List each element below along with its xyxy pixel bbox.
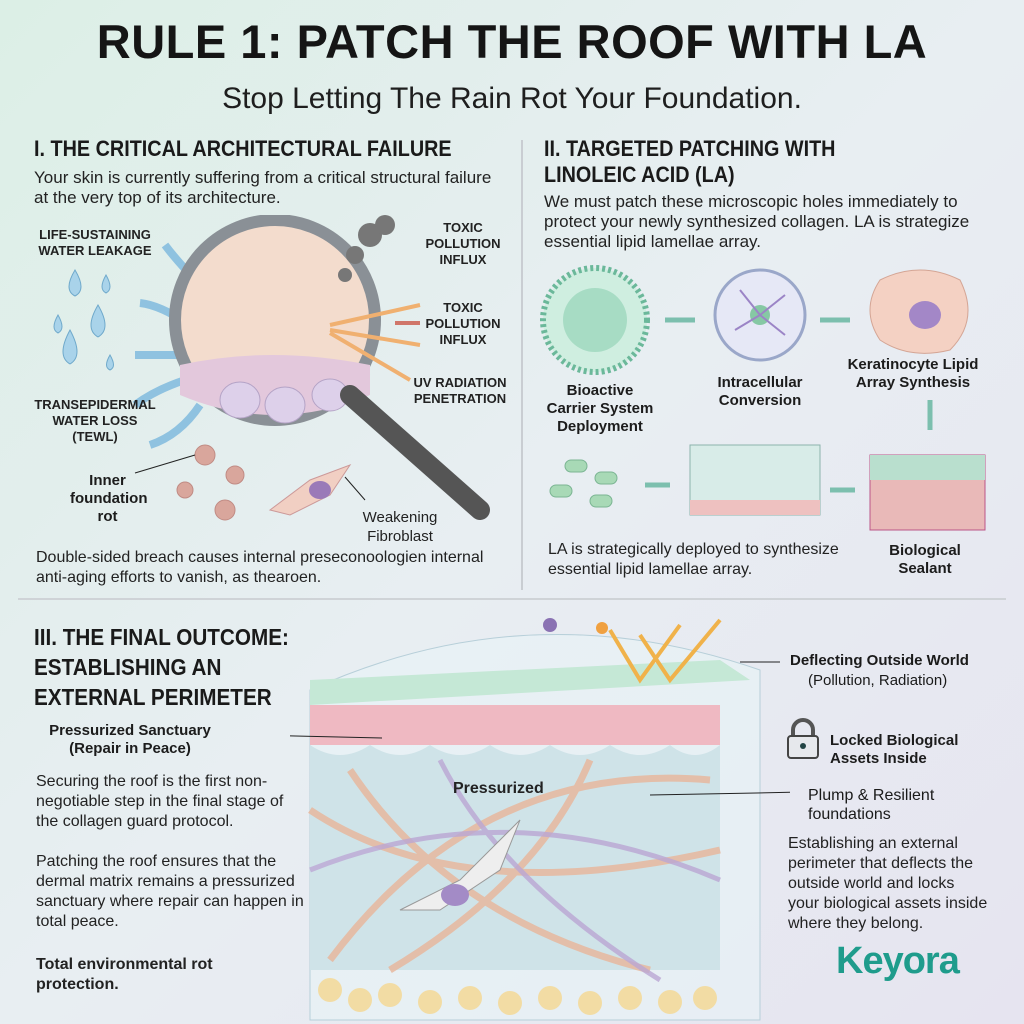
step-bioactive-carrier: Bioactive Carrier System Deployment [546, 382, 654, 435]
la-capsules-icon [549, 459, 618, 508]
fibroblast-icon [399, 819, 521, 911]
fibroblast-icon [268, 463, 352, 516]
section2-heading: II. TARGETED PATCHING WITH LINOLEIC ACID… [544, 136, 836, 187]
label-toxic-pollution-1: TOXIC POLLUTION INFLUX [425, 220, 501, 267]
section1-intro: Your skin is currently suffering from a … [34, 168, 492, 207]
skin-perimeter-illustration [290, 618, 790, 1021]
step-keratinocyte-synthesis: Keratinocyte Lipid Array Synthesis [847, 356, 979, 391]
label-plump-resilient: Plump & Resilient foundations [808, 787, 935, 823]
keratinocyte-icon [869, 269, 969, 354]
label-tewl: TRANSEPIDERMAL WATER LOSS (TEWL) [34, 397, 156, 444]
fat-cells [318, 978, 717, 1015]
label-inner-foundation-rot: Inner foundation rot [70, 472, 148, 525]
page-title: RULE 1: PATCH THE ROOF WITH LA [96, 15, 928, 68]
keyora-logo: Keyora [836, 940, 960, 982]
section1-heading: I. THE CRITICAL ARCHITECTURAL FAILURE [34, 136, 452, 161]
la-pathway-illustration [540, 265, 986, 531]
label-pressurized: Pressurized [453, 780, 544, 797]
horizontal-divider [18, 598, 1006, 600]
section2-intro: We must patch these microscopic holes im… [544, 192, 970, 251]
label-locked-assets: Locked Biological Assets Inside [830, 732, 959, 767]
section3-para-4: Establishing an external perimeter that … [788, 835, 988, 932]
page-subtitle: Stop Letting The Rain Rot Your Foundatio… [222, 82, 802, 115]
pollutant-icon [543, 618, 557, 632]
section3-para-2: Patching the roof ensures that the derma… [36, 853, 304, 930]
section3-para-3: Total environmental rot protection. [36, 956, 213, 993]
sun-icon [596, 622, 608, 634]
magnifier-handle [340, 385, 490, 520]
uv-rays-icon [328, 303, 421, 382]
smoke-icon [338, 215, 395, 282]
label-deflecting: Deflecting Outside World [790, 652, 969, 669]
section1-footer: Double-sided breach causes internal pres… [36, 549, 484, 586]
deflected-arrows-icon [608, 618, 722, 684]
lipid-lamellae-icon [689, 444, 821, 516]
step-biological-sealant: Biological Sealant [889, 542, 961, 577]
label-uv-radiation: UV RADIATION PENETRATION [413, 375, 507, 406]
cell-conversion-icon [713, 268, 807, 362]
section3-heading: III. THE FINAL OUTCOME: ESTABLISHING AN … [34, 624, 289, 710]
liposome-icon [540, 265, 650, 375]
label-weakening-fibroblast: Weakening Fibroblast [362, 509, 438, 545]
label-pressurized-sanctuary: Pressurized Sanctuary (Repair in Peace) [49, 722, 211, 757]
section3-para-1: Securing the roof is the first non-negot… [36, 773, 284, 830]
magnifier-skin-illustration [53, 215, 490, 521]
step-intracellular-conversion: Intracellular Conversion [717, 374, 803, 409]
vertical-divider [521, 140, 523, 590]
water-drops-icon [53, 269, 114, 371]
label-deflecting-sub: (Pollution, Radiation) [808, 672, 948, 689]
label-water-leakage: LIFE-SUSTAINING WATER LEAKAGE [38, 227, 152, 258]
section2-footer: LA is strategically deployed to synthesi… [548, 541, 839, 578]
sealant-block-icon [869, 454, 986, 531]
label-toxic-pollution-2: TOXIC POLLUTION INFLUX [425, 300, 501, 347]
padlock-icon [787, 718, 819, 759]
rotting-cells-icon [176, 444, 245, 521]
